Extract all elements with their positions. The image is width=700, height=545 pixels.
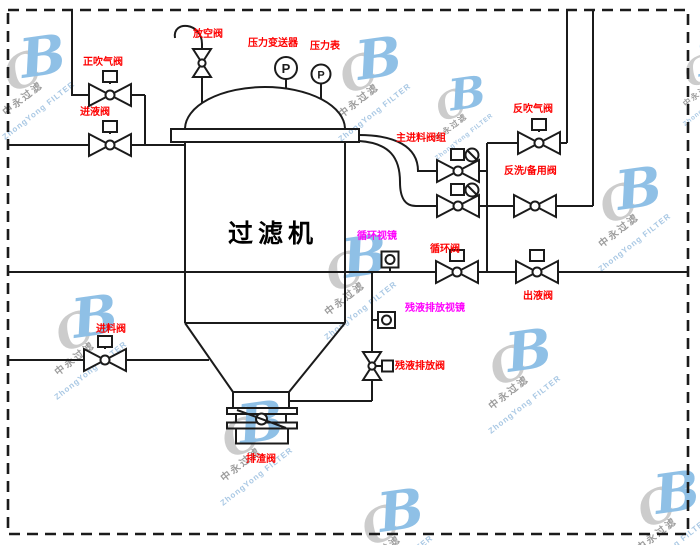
outlet-valve-label: 出液阀: [523, 291, 553, 302]
vessel-body: [184, 142, 346, 324]
vent-valve-symbol: [173, 24, 213, 103]
discharge-neck: [232, 391, 290, 408]
circulation-valve-label: 循环阀: [430, 244, 460, 255]
pressure-transmitter-label: 压力变送器: [248, 38, 298, 49]
feed-valve-symbol: [83, 335, 127, 373]
main-feed-valve-auto-1: [436, 147, 480, 184]
back-blow-valve-label: 反吹气阀: [513, 104, 553, 115]
main-feed-valve-group-label: 主进料阀组: [396, 133, 446, 144]
gauge-letter: P: [317, 70, 324, 82]
backwash-spare-valve-label: 反洗/备用阀: [504, 166, 557, 177]
vent-hook-pipe: [173, 24, 203, 49]
circulation-sight-glass-symbol: [380, 250, 400, 272]
residual-drain-valve-label: 残液排放阀: [395, 361, 445, 372]
pressure-gauge-symbol: P: [310, 63, 332, 99]
forward-blow-valve-symbol: [88, 70, 132, 108]
feed-valve-label: 进料阀: [96, 324, 126, 335]
discharge-box: [235, 427, 289, 445]
vessel-title: 过滤机: [228, 219, 319, 248]
residual-sight-glass-label: 残液排放视镜: [405, 303, 465, 314]
vessel-dome: [184, 86, 346, 130]
forward-blow-valve-label: 正吹气阀: [83, 57, 123, 68]
vessel-flange: [170, 128, 360, 143]
inlet-valve-label: 进液阀: [80, 107, 110, 118]
residual-sight-glass-symbol: [372, 311, 396, 329]
butterfly-stem: [236, 409, 287, 429]
main-feed-valve-auto-2: [436, 182, 480, 219]
pressure-transmitter-symbol: P: [274, 56, 298, 88]
circulation-sight-glass-label: 循环视镜: [357, 231, 397, 242]
inlet-valve-symbol: [88, 120, 132, 158]
filter-vessel: [170, 86, 360, 445]
back-blow-valve-symbol: [517, 118, 561, 156]
outlet-valve-symbol: [515, 249, 559, 285]
vessel-cone: [184, 322, 346, 393]
circulation-valve-symbol: [435, 249, 479, 285]
boundary-dashed-border: [6, 8, 690, 536]
slag-discharge-valve-label: 排渣阀: [246, 454, 276, 465]
backwash-spare-valve-symbol: [513, 193, 557, 219]
pressure-gauge-label: 压力表: [310, 41, 340, 52]
vent-valve-label: 放空阀: [193, 29, 223, 40]
gauge-letter: P: [282, 61, 291, 76]
residual-drain-valve-symbol: [361, 351, 394, 381]
